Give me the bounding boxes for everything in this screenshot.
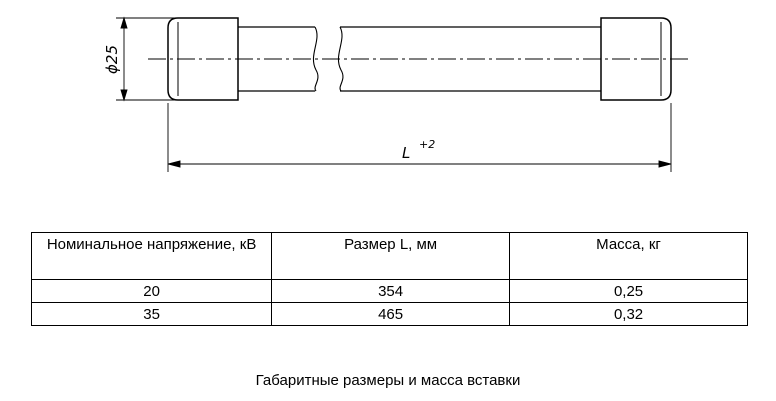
- spec-table: Номинальное напряжение, кВ Размер L, мм …: [30, 232, 748, 326]
- figure-caption: Габаритные размеры и масса вставки: [255, 372, 521, 389]
- header-mass: Масса, кг: [509, 232, 748, 280]
- left-end-cap: [167, 17, 239, 101]
- length-dimension: [167, 103, 672, 172]
- diameter-dimension: [116, 16, 176, 102]
- cell-mass: 0,32: [509, 302, 748, 326]
- table-header-row: Номинальное напряжение, кВ Размер L, мм …: [30, 232, 748, 280]
- header-size: Размер L, мм: [271, 232, 511, 280]
- header-voltage: Номинальное напряжение, кВ: [30, 232, 273, 280]
- length-tolerance: +2: [419, 138, 435, 151]
- cell-voltage: 20: [30, 279, 273, 303]
- cell-mass: 0,25: [509, 279, 748, 303]
- tube-body: [238, 26, 601, 92]
- fuse-insert-drawing: ϕ25 L +2: [103, 16, 690, 172]
- length-label: L: [402, 144, 410, 162]
- table-row: 35 465 0,32: [30, 302, 748, 326]
- cell-size: 465: [271, 302, 511, 326]
- cell-size: 354: [271, 279, 511, 303]
- break-lines: [312, 26, 344, 92]
- table-row: 20 354 0,25: [30, 279, 748, 303]
- cell-voltage: 35: [30, 302, 273, 326]
- diameter-label: ϕ25: [103, 45, 121, 74]
